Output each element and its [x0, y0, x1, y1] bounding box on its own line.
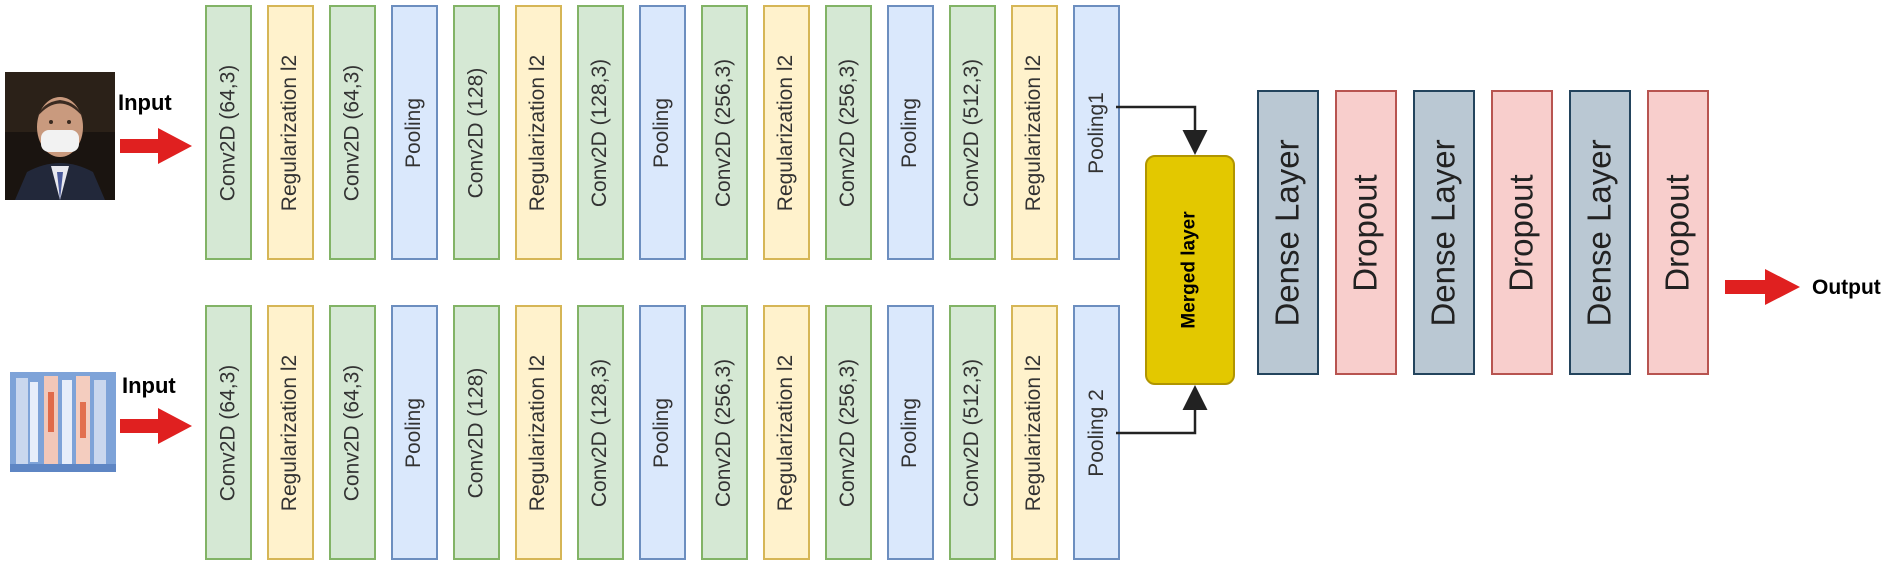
- layer-pooling-2: Pooling 2: [1073, 305, 1120, 560]
- layer-label: Conv2D (512,3): [960, 58, 984, 207]
- layer-conv2d-512-3: Conv2D (512,3): [949, 5, 996, 260]
- layer-label: Regularization l2: [526, 54, 550, 211]
- layer-label: Conv2D (128): [464, 367, 488, 498]
- layer-regularization-l2: Regularization l2: [763, 5, 810, 260]
- layer-label: Conv2D (256,3): [712, 58, 736, 207]
- layer-label: Pooling: [402, 97, 426, 168]
- layer-pooling: Pooling: [887, 5, 934, 260]
- head-dropout: Dropout: [1491, 90, 1553, 375]
- layer-label: Conv2D (64,3): [340, 64, 364, 201]
- spectrogram-input: [10, 372, 116, 472]
- layer-label: Regularization l2: [278, 54, 302, 211]
- head-dense-layer: Dense Layer: [1413, 90, 1475, 375]
- layer-label: Conv2D (128,3): [588, 358, 612, 507]
- layer-label: Pooling: [898, 397, 922, 468]
- head-dense-layer: Dense Layer: [1257, 90, 1319, 375]
- layer-label: Conv2D (256,3): [836, 58, 860, 207]
- layer-regularization-l2: Regularization l2: [763, 305, 810, 560]
- layer-conv2d-64-3: Conv2D (64,3): [205, 5, 252, 260]
- layer-label: Pooling: [650, 397, 674, 468]
- layer-label: Pooling1: [1084, 91, 1108, 174]
- layer-label: Conv2D (256,3): [836, 358, 860, 507]
- input-label-top: Input: [118, 90, 172, 115]
- layer-conv2d-256-3: Conv2D (256,3): [825, 305, 872, 560]
- layer-label: Pooling: [898, 97, 922, 168]
- layer-conv2d-64-3: Conv2D (64,3): [205, 305, 252, 560]
- layer-conv2d-256-3: Conv2D (256,3): [701, 305, 748, 560]
- layer-pooling: Pooling: [639, 5, 686, 260]
- head-label: Dense Layer: [1581, 138, 1619, 327]
- layer-regularization-l2: Regularization l2: [267, 5, 314, 260]
- layer-pooling: Pooling: [639, 305, 686, 560]
- layer-label: Conv2D (64,3): [216, 64, 240, 201]
- layer-conv2d-128-3: Conv2D (128,3): [577, 305, 624, 560]
- head-dropout: Dropout: [1647, 90, 1709, 375]
- head-dropout: Dropout: [1335, 90, 1397, 375]
- head-label: Dropout: [1503, 173, 1540, 292]
- face-photo-input: [5, 72, 115, 200]
- layer-pooling: Pooling: [391, 305, 438, 560]
- layer-label: Regularization l2: [278, 354, 302, 511]
- layer-pooling: Pooling: [391, 5, 438, 260]
- layer-pooling1: Pooling1: [1073, 5, 1120, 260]
- layer-regularization-l2: Regularization l2: [1011, 305, 1058, 560]
- layer-label: Conv2D (256,3): [712, 358, 736, 507]
- head-label: Dropout: [1659, 173, 1696, 292]
- red-arrow-icon: [120, 128, 192, 164]
- layer-label: Conv2D (64,3): [340, 364, 364, 501]
- layer-label: Conv2D (128,3): [588, 58, 612, 207]
- layer-conv2d-128-3: Conv2D (128,3): [577, 5, 624, 260]
- head-label: Dense Layer: [1269, 138, 1307, 327]
- layer-pooling: Pooling: [887, 305, 934, 560]
- layer-conv2d-64-3: Conv2D (64,3): [329, 5, 376, 260]
- head-label: Dropout: [1347, 173, 1384, 292]
- layer-conv2d-128: Conv2D (128): [453, 305, 500, 560]
- connector-arrow-icon: [1116, 385, 1208, 435]
- layer-regularization-l2: Regularization l2: [515, 305, 562, 560]
- merged-layer-label: Merged layer: [1179, 211, 1201, 329]
- connector-arrow-icon: [1116, 105, 1208, 155]
- layer-label: Regularization l2: [1022, 54, 1046, 211]
- layer-regularization-l2: Regularization l2: [1011, 5, 1058, 260]
- red-arrow-icon: [120, 408, 192, 444]
- layer-label: Pooling: [402, 397, 426, 468]
- layer-conv2d-128: Conv2D (128): [453, 5, 500, 260]
- head-dense-layer: Dense Layer: [1569, 90, 1631, 375]
- layer-label: Conv2D (128): [464, 67, 488, 198]
- layer-conv2d-512-3: Conv2D (512,3): [949, 305, 996, 560]
- output-label: Output: [1812, 276, 1881, 299]
- layer-label: Pooling: [650, 97, 674, 168]
- layer-label: Conv2D (512,3): [960, 358, 984, 507]
- merged-layer: Merged layer: [1145, 155, 1235, 385]
- layer-label: Pooling 2: [1084, 388, 1108, 477]
- layer-label: Regularization l2: [774, 54, 798, 211]
- layer-conv2d-256-3: Conv2D (256,3): [701, 5, 748, 260]
- layer-conv2d-64-3: Conv2D (64,3): [329, 305, 376, 560]
- layer-label: Conv2D (64,3): [216, 364, 240, 501]
- head-label: Dense Layer: [1425, 138, 1463, 327]
- layer-label: Regularization l2: [1022, 354, 1046, 511]
- input-label-bottom: Input: [122, 373, 176, 398]
- layer-label: Regularization l2: [526, 354, 550, 511]
- layer-conv2d-256-3: Conv2D (256,3): [825, 5, 872, 260]
- layer-label: Regularization l2: [774, 354, 798, 511]
- red-arrow-icon: [1725, 269, 1800, 305]
- layer-regularization-l2: Regularization l2: [515, 5, 562, 260]
- layer-regularization-l2: Regularization l2: [267, 305, 314, 560]
